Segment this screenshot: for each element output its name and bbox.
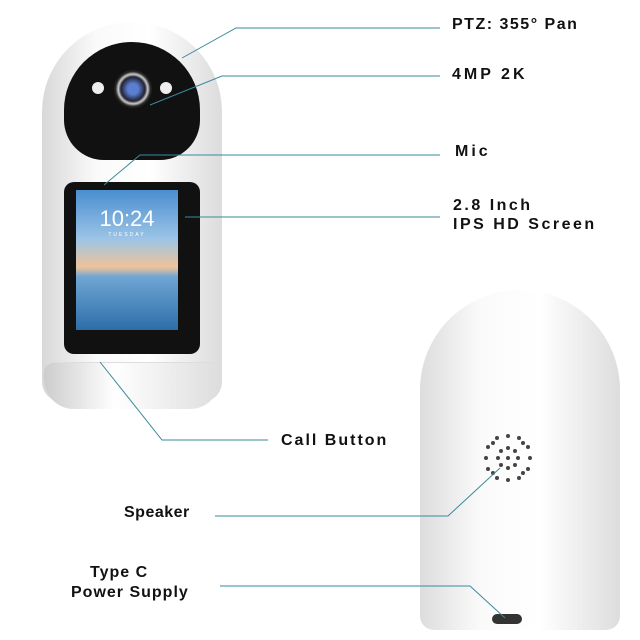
label-screen-size: 2.8 Inch (453, 197, 533, 214)
camera-base (44, 362, 220, 409)
label-resolution: 4MP 2K (452, 66, 528, 83)
screen-day: TUESDAY (108, 232, 146, 238)
camera-head (64, 42, 200, 160)
label-power-supply: Power Supply (71, 584, 189, 601)
screen-frame: 10:24 TUESDAY (64, 182, 200, 354)
speaker-grille-icon (484, 434, 532, 482)
ir-led (92, 82, 104, 94)
label-speaker: Speaker (124, 504, 190, 521)
usb-c-port (492, 614, 522, 624)
label-call-button: Call Button (281, 432, 389, 449)
label-ptz: PTZ: 355° Pan (452, 16, 579, 33)
label-type-c: Type C (90, 564, 149, 581)
ir-led (160, 82, 172, 94)
screen-time: 10:24 (99, 206, 155, 231)
label-mic: Mic (455, 143, 491, 160)
camera-lens (114, 70, 152, 108)
camera-back (420, 290, 620, 630)
label-screen-type: IPS HD Screen (453, 216, 597, 233)
screen-display: 10:24 TUESDAY (76, 190, 178, 330)
camera-front: 10:24 TUESDAY (42, 22, 222, 412)
